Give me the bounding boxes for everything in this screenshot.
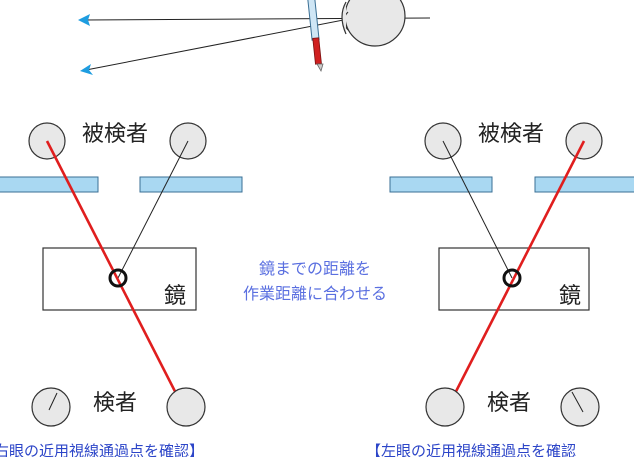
examiner-right-eye [166, 387, 206, 427]
red-sight-line-right [445, 140, 586, 410]
examiner-left-eye-r [425, 387, 465, 427]
center-note-line2: 作業距離に合わせる [243, 284, 387, 303]
sight-line-black-left [117, 140, 189, 279]
examiner-label-left: 検者 [93, 391, 137, 416]
pen-icon [307, 0, 324, 73]
arrow-head-lower [80, 64, 93, 75]
left-diagram: 被検者 鏡 検者 右眼の近用視線通過点を確認】 [0, 122, 243, 457]
pass-point-left [108, 268, 128, 288]
examiner-right-mark [571, 391, 584, 413]
eye-icon [341, 0, 406, 47]
examiner-left-mark [48, 392, 58, 411]
examiner-label-right: 検者 [487, 391, 531, 416]
arrow-head-upper [78, 14, 90, 26]
lens-right-b [534, 176, 634, 193]
mirror-box-left [42, 247, 197, 311]
red-sight-line-left [45, 140, 186, 410]
caption-right: 【左眼の近用視線通過点を確認 [366, 442, 576, 457]
center-note: 鏡までの距離を 作業距離に合わせる [243, 259, 387, 303]
center-note-line1: 鏡までの距離を [259, 259, 371, 278]
subject-label-left: 被検者 [82, 122, 148, 147]
pass-point-right [502, 268, 522, 288]
examiner-left-eye [31, 387, 71, 427]
subject-label-right: 被検者 [478, 122, 544, 147]
mirror-label-right: 鏡 [559, 284, 581, 309]
caption-left: 右眼の近用視線通過点を確認】 [0, 442, 204, 457]
right-diagram: 被検者 鏡 検者 【左眼の近用視線通過点を確認 [366, 122, 634, 457]
lens-left-a [0, 176, 99, 193]
top-illustration [78, 0, 431, 75]
lens-right-a [389, 176, 493, 193]
mirror-label-left: 鏡 [164, 284, 186, 309]
sight-line-black-right [442, 140, 513, 279]
lens-left-b [139, 176, 243, 193]
